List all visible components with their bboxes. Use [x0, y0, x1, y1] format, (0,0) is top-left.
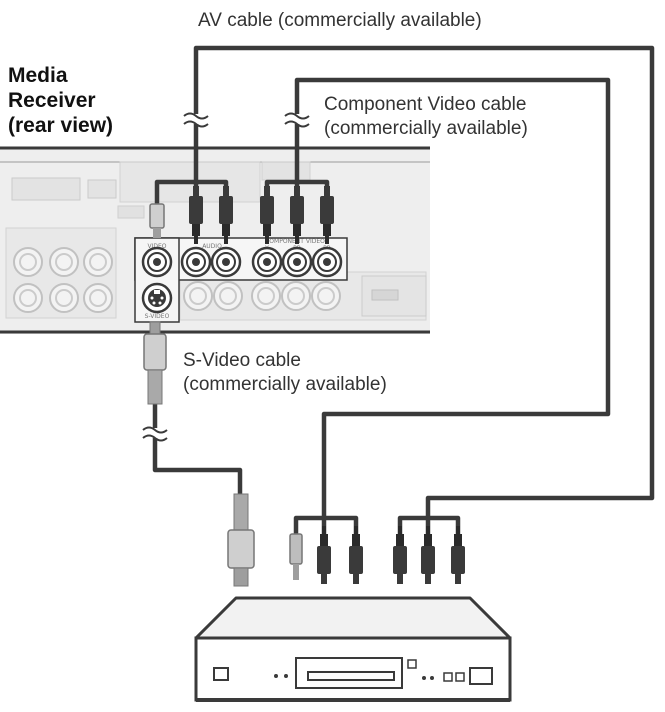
rca-plug-icon — [317, 526, 331, 584]
rca-jack-icon — [311, 246, 343, 278]
svideo-jack-label: S-VIDEO — [145, 313, 170, 320]
rca-plug-icon — [451, 526, 465, 584]
receiver-rear-panel: VIDEO AUDIO COMPONENT VIDEO Y PB PR S-VI… — [0, 146, 430, 334]
svideo-cable-label-line2: (commercially available) — [183, 374, 387, 395]
svideo-plug-icon — [143, 321, 167, 405]
receiver-title-line3: (rear view) — [8, 114, 113, 137]
rca-plug-icon — [393, 526, 407, 584]
av-cable-video-branch — [154, 179, 196, 204]
cable-break-icon — [183, 112, 209, 128]
av-cable-run — [193, 45, 655, 518]
rca-plug-icon — [421, 526, 435, 584]
audio-jack-label: AUDIO — [202, 243, 222, 250]
svideo-jack-icon — [141, 282, 173, 314]
component-cable-label-line2: (commercially available) — [324, 118, 528, 139]
rca-jack-icon — [281, 246, 313, 278]
dvd-player-icon — [194, 596, 512, 702]
component-cable-label-line1: Component Video cable — [324, 94, 526, 115]
cable-break-icon — [284, 112, 310, 128]
receiver-title-line1: Media — [8, 64, 68, 87]
component-cable-run — [294, 77, 611, 518]
rca-plug-icon — [289, 533, 303, 580]
av-cable-label: AV cable (commercially available) — [198, 10, 482, 31]
video-jack-label: VIDEO — [147, 243, 166, 250]
svideo-cable-label-line1: S-Video cable — [183, 350, 301, 371]
rca-plug-icon — [149, 203, 165, 238]
receiver-title-line2: Receiver — [8, 89, 96, 112]
rca-jack-icon — [141, 246, 173, 278]
rca-jack-icon — [210, 246, 242, 278]
rca-plug-icon — [349, 526, 363, 584]
rca-jack-icon — [251, 246, 283, 278]
cable-break-icon — [142, 426, 168, 442]
svideo-plug-icon — [227, 493, 255, 587]
rca-jack-icon — [180, 246, 212, 278]
